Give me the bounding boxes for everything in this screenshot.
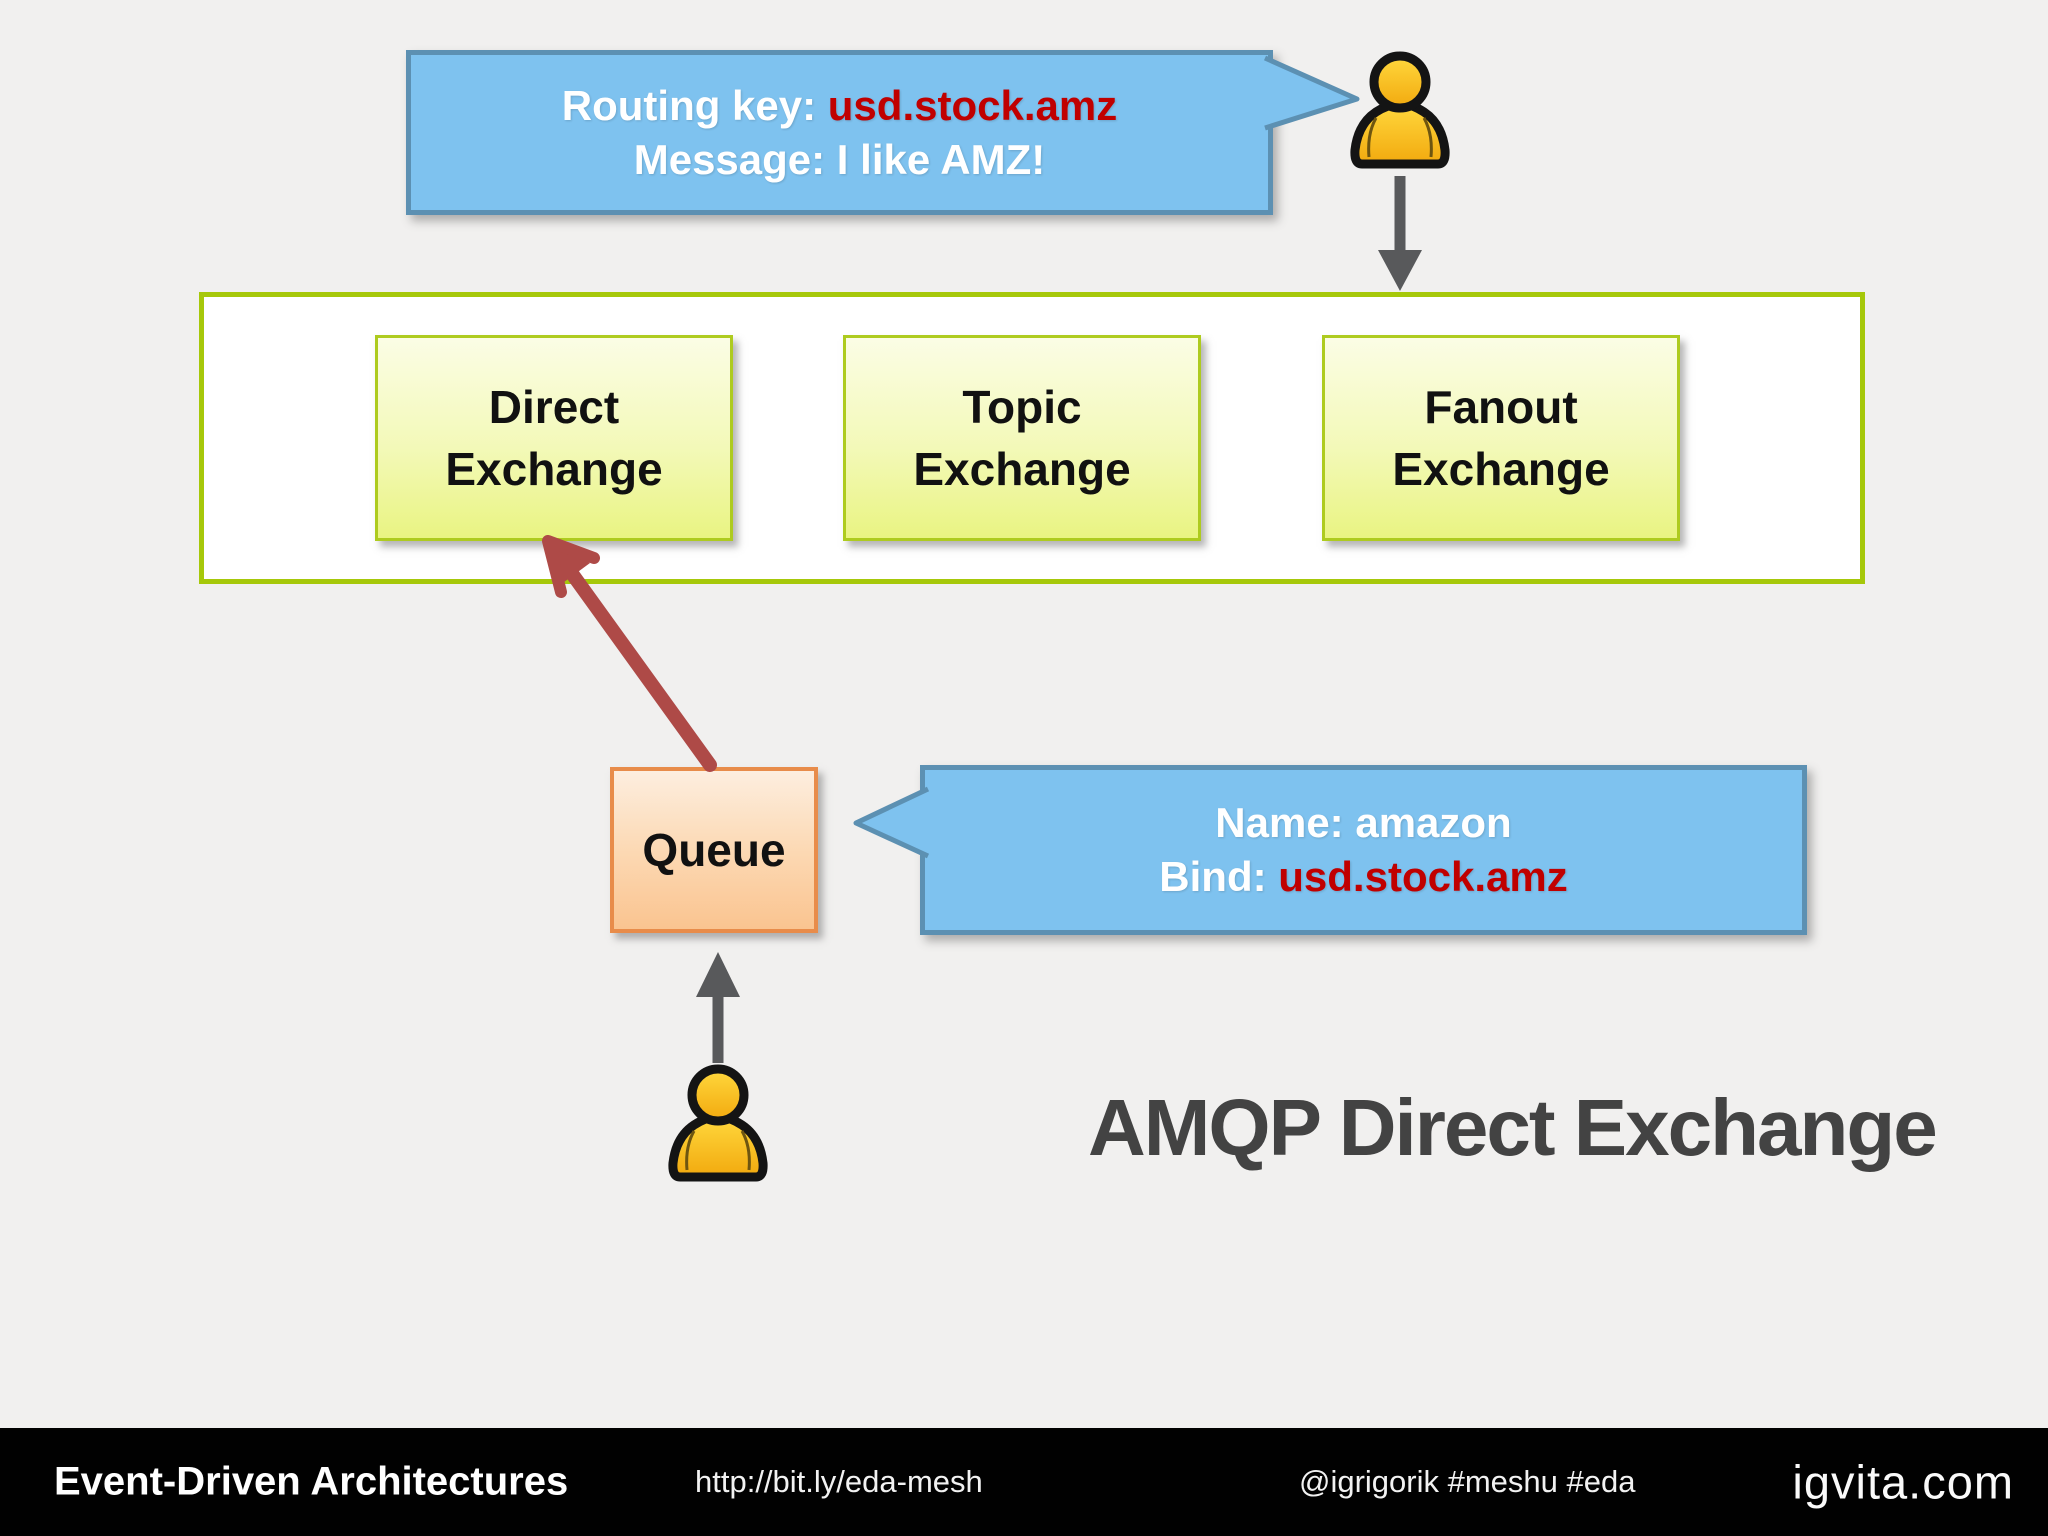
queue-box: Queue [610,767,818,933]
queue-name-line: Name: amazon [1215,799,1512,846]
queue-bind-line: Bind: usd.stock.amz [1159,850,1567,904]
direct-exchange-box: Direct Exchange [375,335,733,541]
fanout-exchange-box: Fanout Exchange [1322,335,1680,541]
arrow-down-icon [1378,176,1422,291]
speech-pointer-left [853,786,930,859]
person-icon [668,1064,768,1182]
fanout-exchange-label: Fanout Exchange [1392,381,1610,495]
routing-key-speech-bubble: Routing key: usd.stock.amz Message: I li… [406,50,1273,215]
arrow-up-icon [696,952,740,1063]
queue-binding-speech-bubble: Name: amazon Bind: usd.stock.amz [920,765,1807,935]
topic-exchange-box: Topic Exchange [843,335,1201,541]
routing-key-label: Routing key: [561,81,828,129]
queue-bind-label: Bind: [1159,853,1279,900]
footer-presentation-title: Event-Driven Architectures [54,1459,569,1504]
footer-social-handles: @igrigorik #meshu #eda [1299,1464,1636,1499]
speech-pointer-right [1263,55,1360,131]
routing-key-line: Routing key: usd.stock.amz [562,79,1117,133]
person-icon [1350,51,1450,169]
slide-title: AMQP Direct Exchange [1088,1083,1938,1172]
direct-exchange-label: Direct Exchange [445,381,663,495]
queue-bind-value: usd.stock.amz [1278,853,1568,900]
footer-url: http://bit.ly/eda-mesh [695,1464,983,1499]
queue-label: Queue [642,824,786,876]
message-line: Message: I like AMZ! [633,135,1046,183]
routing-key-value: usd.stock.amz [827,81,1118,129]
footer-brand-logo: igvita.com [1792,1455,2014,1509]
footer-bar: Event-Driven Architectures http://bit.ly… [0,1428,2048,1536]
topic-exchange-label: Topic Exchange [913,381,1131,495]
